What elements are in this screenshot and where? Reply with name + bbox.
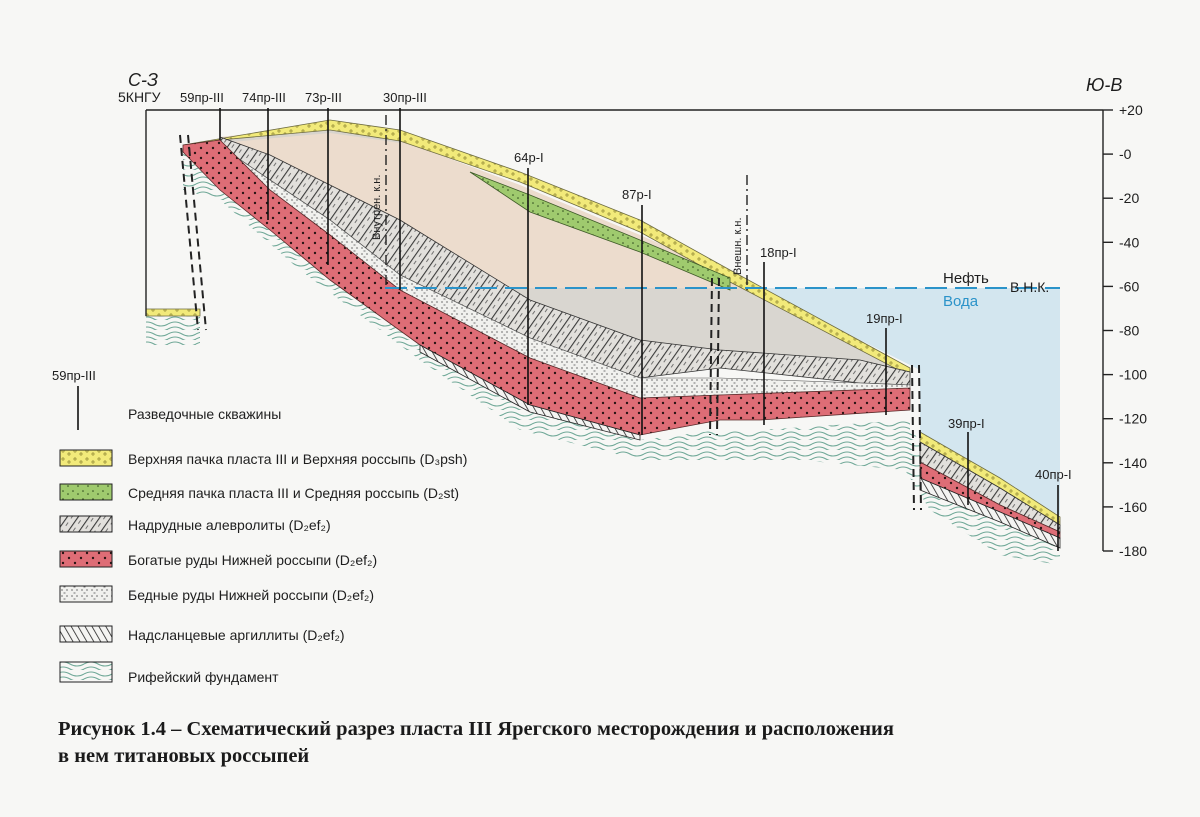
scale-tick-label: +20 <box>1119 102 1143 118</box>
scale-tick-label: -140 <box>1119 455 1147 471</box>
upper-layer-left <box>145 308 201 317</box>
legend-label-siltstone: Надрудные алевролиты (D₂ef₂) <box>128 517 331 533</box>
oil-label: Нефть <box>943 270 989 287</box>
scale-tick-label: -80 <box>1119 323 1139 339</box>
legend-label-poor: Бедные руды Нижней россыпи (D₂ef₂) <box>128 587 374 603</box>
geological-cross-section: +20 -0 -20 -40 -60 -80 -100 -120 -140 -160 -180 С-… <box>52 70 1147 685</box>
caption-line-1: Рисунок 1.4 – Схематический разрез пласт… <box>58 718 894 740</box>
well-label-30: 30пр-III <box>383 90 427 105</box>
owc-label: В.Н.К. <box>1010 279 1049 295</box>
legend-well-sample-label: 59пр-III <box>52 368 96 383</box>
scale-tick-label: -120 <box>1119 411 1147 427</box>
argillite-layer <box>419 344 641 441</box>
legend-label-wells: Разведочные скважины <box>128 406 281 422</box>
legend: 59пр-III Разведочные скважины Верхняя па… <box>52 368 467 685</box>
direction-left: С-З <box>128 70 158 90</box>
argillite-right <box>919 477 1061 549</box>
legend-swatch-upper <box>59 449 113 467</box>
rich-ore-layer <box>182 139 911 436</box>
legend-label-basement: Рифейский фундамент <box>128 669 279 685</box>
legend-label-middle: Средняя пачка пласта III и Средняя россы… <box>128 485 459 501</box>
well-label-40: 40пр-I <box>1035 467 1072 482</box>
legend-swatch-middle <box>59 483 113 501</box>
figure-caption: Рисунок 1.4 – Схематический разрез пласт… <box>58 716 1148 770</box>
well-label-39: 39пр-I <box>948 416 985 431</box>
water-zone <box>760 288 1060 515</box>
scale-tick-label: -40 <box>1119 234 1139 250</box>
legend-label-argillite: Надсланцевые аргиллиты (D₂ef₂) <box>128 627 345 643</box>
legend-label-rich: Богатые руды Нижней россыпи (D₂ef₂) <box>128 552 377 568</box>
well-label-19: 19пр-I <box>866 311 903 326</box>
well-label-59: 59пр-III <box>180 90 224 105</box>
well-label-5kngu: 5КНГУ <box>118 89 161 105</box>
scale-tick-label: -100 <box>1119 367 1147 383</box>
well-label-18: 18пр-I <box>760 245 797 260</box>
legend-swatch-rich <box>59 550 113 568</box>
well-label-74: 74пр-III <box>242 90 286 105</box>
scale-tick-label: -160 <box>1119 499 1147 515</box>
caption-line-2: в нем титановых россыпей <box>58 745 310 767</box>
middle-layer <box>469 171 731 291</box>
contour-outer-label: Внешн. к.н. <box>732 217 744 275</box>
basement-zone <box>183 140 1060 565</box>
water-label: Вода <box>943 293 979 310</box>
legend-swatch-siltstone <box>59 515 113 533</box>
contour-lines <box>385 115 748 290</box>
well-label-64: 64р-I <box>514 150 544 165</box>
contour-inner-label: Внутрен. к.н. <box>371 175 383 240</box>
legend-label-upper: Верхняя пачка пласта III и Верхняя россы… <box>128 451 467 467</box>
well-label-73: 73р-III <box>305 90 342 105</box>
faults <box>179 134 922 511</box>
scale-tick-label: -60 <box>1119 278 1139 294</box>
legend-swatch-argillite <box>59 625 113 643</box>
vertical-scale-ticks: +20 -0 -20 -40 -60 -80 -100 -120 -140 -160 -180 <box>1103 102 1147 559</box>
scale-tick-label: -180 <box>1119 543 1147 559</box>
wells <box>219 108 1059 551</box>
legend-swatch-poor <box>59 585 113 603</box>
scale-tick-label: -0 <box>1119 146 1132 162</box>
scale-tick-label: -20 <box>1119 190 1139 206</box>
legend-swatch-basement <box>59 661 113 683</box>
direction-right: Ю-В <box>1086 75 1122 95</box>
well-label-87: 87р-I <box>622 187 652 202</box>
basement-left-strip <box>146 316 200 345</box>
